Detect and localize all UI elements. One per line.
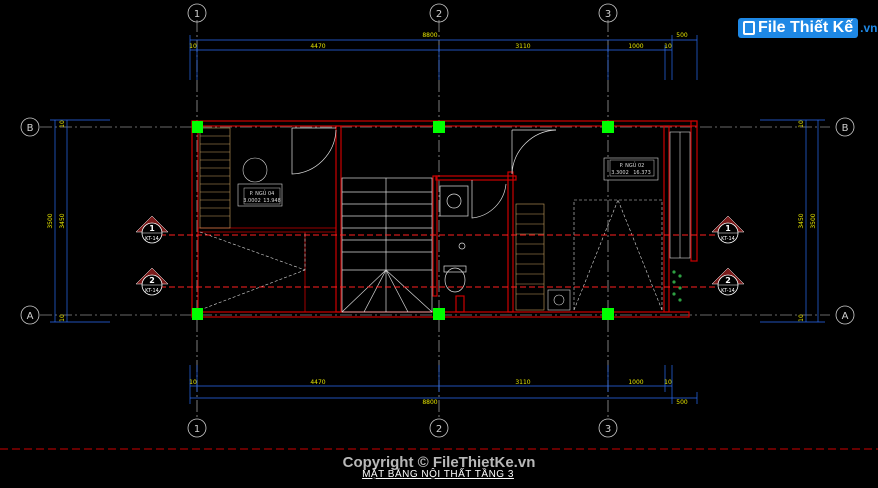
room-info-right-bedroom-02: 16.373 (633, 170, 651, 176)
section-number-1-right: 1 (725, 224, 731, 233)
dim-bottom-seg-3: 1000 (628, 379, 643, 386)
section-number-2-left: 2 (149, 276, 155, 285)
dim-left-small-bottom: 10 (59, 314, 66, 322)
walls (191, 120, 698, 318)
section-sheet-2-right: KT-14 (721, 288, 735, 294)
dim-right-outer: 3500 (810, 213, 817, 228)
dim-top-overhang: 500 (676, 32, 688, 39)
planter (672, 270, 682, 302)
room-label-bedroom-04: P. NGỦ 04 3.0002 13.948 (243, 187, 281, 205)
dim-right-small-top: 10 (798, 120, 805, 128)
copyright-watermark: Copyright © FileThietKe.vn (342, 454, 536, 471)
section-number-2-right: 2 (725, 276, 731, 285)
room-name-bedroom-02: P. NGỦ 02 (620, 161, 645, 169)
dim-top-seg-4: 10 (664, 43, 672, 50)
room-info-left-bedroom-04: 3.0002 (243, 198, 261, 204)
dim-top-seg-2: 3110 (515, 43, 530, 50)
dimension-lines (50, 35, 825, 404)
section-sheet-1-left: KT-14 (145, 236, 159, 242)
axis-label-2-bottom: 2 (436, 424, 442, 435)
axis-label-1-top: 1 (194, 9, 200, 20)
dim-left-outer: 3500 (47, 213, 54, 228)
axis-label-a-left: A (27, 311, 34, 322)
doors (291, 127, 557, 219)
dim-bottom-seg-4: 10 (664, 379, 672, 386)
brand-logo[interactable]: File Thiết Kế .vn (738, 15, 877, 41)
section-marker-2-right: 2 KT-14 (711, 267, 745, 296)
room-info-left-bedroom-02: 3.3002 (611, 170, 629, 176)
bedroom-02-furniture (515, 203, 545, 311)
section-marker-2-left: 2 KT-14 (135, 267, 169, 296)
dim-right-inner: 3450 (798, 213, 805, 228)
dim-left-small-top: 10 (59, 120, 66, 128)
section-sheet-2-left: KT-14 (145, 288, 159, 294)
dim-top-seg-1: 4470 (310, 43, 325, 50)
dim-top-total: 8800 (422, 32, 437, 39)
dim-left-inner: 3450 (59, 213, 66, 228)
room-name-bedroom-04: P. NGỦ 04 (250, 189, 275, 197)
axis-label-2-top: 2 (436, 9, 442, 20)
brand-name: File Thiết Kế (758, 19, 854, 36)
section-marker-1-left: 1 KT-14 (135, 215, 169, 244)
axis-grid (40, 20, 830, 420)
stair (341, 177, 433, 313)
axis-label-3-bottom: 3 (605, 424, 611, 435)
dim-bottom-total: 8800 (422, 399, 437, 406)
bedroom-04-furniture (199, 127, 231, 229)
columns (192, 121, 614, 320)
section-sheet-1-right: KT-14 (721, 236, 735, 242)
drawing-title: MẶT BẰNG NỘI THẤT TẦNG 3 (362, 469, 514, 480)
room-label-bedroom-02: P. NGỦ 02 3.3002 16.373 (609, 159, 655, 177)
dim-bottom-seg-2: 3110 (515, 379, 530, 386)
section-number-1-left: 1 (149, 224, 155, 233)
dim-top-seg-0: 10 (189, 43, 197, 50)
room-info-right-bedroom-04: 13.948 (263, 198, 281, 204)
dim-bottom-overhang: 500 (676, 399, 688, 406)
dim-right-small-bottom: 10 (798, 314, 805, 322)
axis-bubbles (20, 3, 855, 438)
section-marker-1-right: 1 KT-14 (711, 215, 745, 244)
axis-label-b-right: B (842, 123, 849, 134)
section-lines (160, 234, 720, 288)
dim-bottom-seg-0: 10 (189, 379, 197, 386)
axis-label-a-right: A (842, 311, 849, 322)
brand-domain: .vn (860, 21, 878, 35)
bathroom-fixtures (439, 185, 469, 293)
axis-label-b-left: B (27, 123, 34, 134)
axis-label-1-bottom: 1 (194, 424, 200, 435)
axis-label-3-top: 3 (605, 9, 611, 20)
dim-top-seg-3: 1000 (628, 43, 643, 50)
document-icon (743, 21, 755, 35)
dim-bottom-seg-1: 4470 (310, 379, 325, 386)
brand-logo-box: File Thiết Kế (738, 18, 859, 38)
